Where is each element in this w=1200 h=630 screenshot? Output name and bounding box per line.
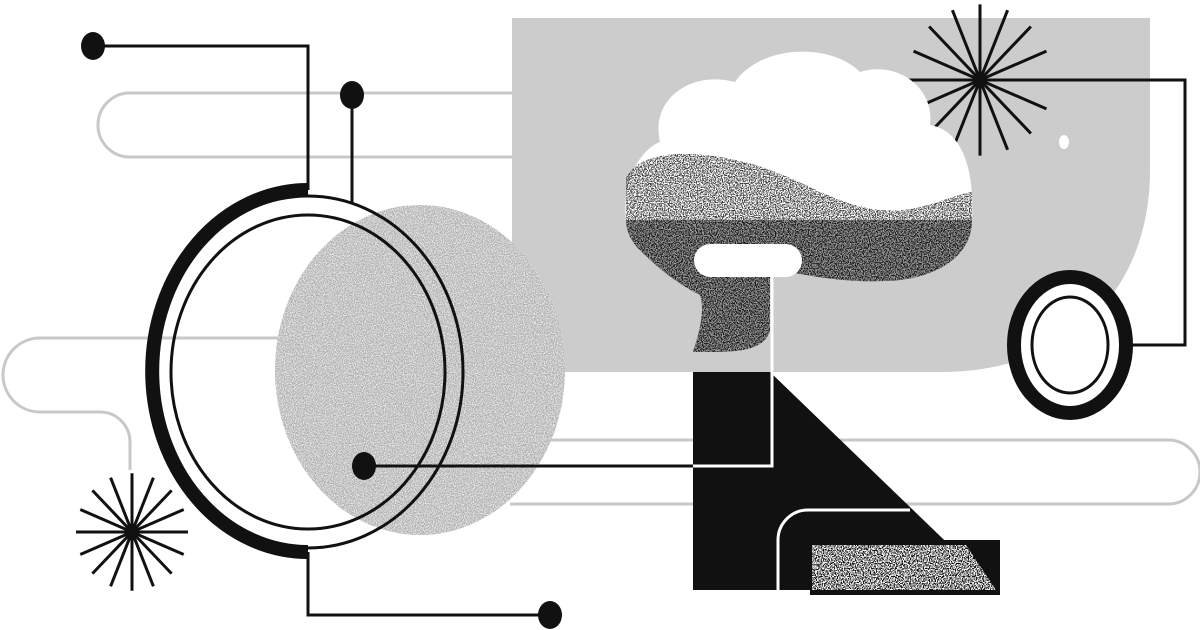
right-capsule <box>510 438 1200 506</box>
connector-node-icon <box>538 601 562 629</box>
panel-dot <box>1059 135 1069 149</box>
ring-icon <box>145 183 465 559</box>
top-capsule <box>96 91 579 159</box>
connector-node-icon <box>352 452 376 480</box>
black-triangle <box>693 276 1000 595</box>
starburst-ray <box>79 508 185 556</box>
connectors-left <box>81 32 700 629</box>
brain-window <box>694 244 802 277</box>
connector-node-icon <box>340 81 364 109</box>
triangle-white-curve <box>776 508 910 590</box>
speckled-circle <box>275 205 565 535</box>
left-curve-line <box>1 336 300 470</box>
starburst-icon <box>76 473 188 591</box>
ring-icon <box>912 78 1187 420</box>
connector-node-icon <box>81 32 105 60</box>
triangle-white-line <box>693 276 774 468</box>
